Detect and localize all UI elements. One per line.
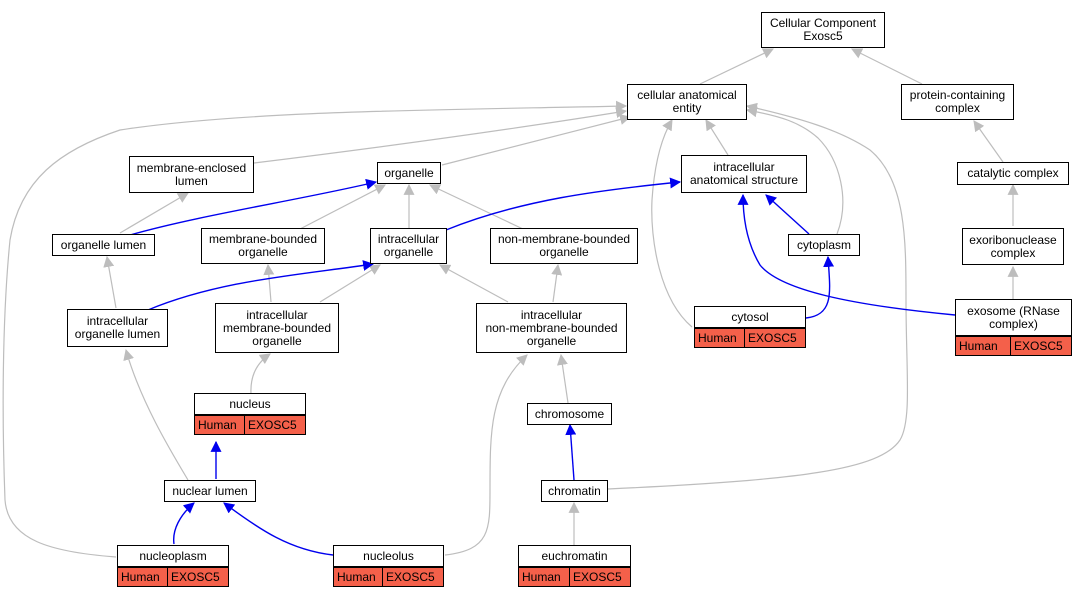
node-intracellular-non-membrane-bounded-organelle[interactable]: intracellular non-membrane-bounded organ… [476, 303, 627, 353]
node-cellular-anatomical-entity[interactable]: cellular anatomical entity [627, 84, 747, 120]
node-membrane-bounded-organelle[interactable]: membrane-bounded organelle [201, 228, 325, 264]
node-intracellular-membrane-bounded-organelle[interactable]: intracellular membrane-bounded organelle [215, 303, 339, 353]
node-membrane-enclosed-lumen[interactable]: membrane-enclosed lumen [129, 156, 254, 193]
edge-cae-root [699, 48, 774, 85]
node-intracellular-organelle-lumen[interactable]: intracellular organelle lumen [67, 309, 168, 347]
annotation-gene: EXOSC5 [745, 328, 806, 348]
edge-chromatin-chromosome [565, 423, 577, 481]
node-catalytic-complex[interactable]: catalytic complex [957, 162, 1069, 185]
edge-cat-pcc [973, 120, 1004, 163]
annotation-gene: EXOSC5 [1011, 336, 1072, 356]
edge-nuo-inmbo [444, 354, 528, 556]
edge-io-ias [445, 177, 682, 231]
edge-org-cae [441, 114, 632, 166]
edge-cyto-cae [745, 106, 844, 235]
edge-orgl-org [129, 178, 378, 236]
edge-np-nl [173, 502, 195, 545]
node-nucleus[interactable]: nucleus [194, 393, 306, 415]
annotation-species: Human [518, 567, 570, 587]
annotation-species: Human [117, 567, 168, 587]
node-chromosome[interactable]: chromosome [527, 403, 612, 425]
annotation-species: Human [955, 336, 1011, 356]
edge-exosome-ias [737, 193, 956, 316]
node-protein-containing-complex[interactable]: protein-containing complex [901, 84, 1014, 120]
edge-mel-cae [253, 107, 628, 164]
node-nuclear-lumen[interactable]: nuclear lumen [164, 480, 256, 502]
annotation-cytosol: Human EXOSC5 [694, 328, 806, 348]
annotation-nucleus: Human EXOSC5 [194, 415, 306, 435]
node-nucleolus[interactable]: nucleolus [333, 545, 444, 567]
annotation-gene: EXOSC5 [245, 415, 306, 435]
edge-inmbo-io [439, 264, 509, 303]
edge-imbo-mbo [263, 263, 275, 303]
annotation-exosome: Human EXOSC5 [955, 336, 1072, 356]
edge-ias-cae [705, 119, 729, 156]
annotation-species: Human [333, 567, 383, 587]
node-organelle[interactable]: organelle [377, 162, 441, 184]
edge-cytosol-cyto [805, 255, 835, 319]
node-intracellular-organelle[interactable]: intracellular organelle [370, 228, 447, 264]
node-cytosol[interactable]: cytosol [694, 306, 806, 328]
node-organelle-lumen[interactable]: organelle lumen [52, 234, 155, 256]
annotation-euchromatin: Human EXOSC5 [518, 567, 631, 587]
annotation-species: Human [194, 415, 245, 435]
edge-mbo-org [299, 184, 386, 230]
edge-chromatin-cae [607, 102, 909, 490]
edge-chromosome-inmbo [556, 353, 569, 404]
edge-nl-iol [123, 348, 189, 481]
edge-nucleus-imbo [250, 353, 271, 395]
annotation-nucleoplasm: Human EXOSC5 [117, 567, 229, 587]
annotation-gene: EXOSC5 [383, 567, 444, 587]
edge-np-cae [2, 100, 628, 558]
edge-iol-orgl [103, 255, 117, 309]
annotation-nucleolus: Human EXOSC5 [333, 567, 444, 587]
edge-iol-io [147, 260, 375, 311]
node-euchromatin[interactable]: euchromatin [518, 545, 631, 567]
edge-nuo-nl [223, 502, 334, 556]
annotation-gene: EXOSC5 [168, 567, 229, 587]
edge-imbo-io [319, 264, 381, 303]
node-intracellular-anatomical-structure[interactable]: intracellular anatomical structure [681, 155, 807, 193]
edge-cyto-ias [765, 194, 810, 235]
node-cytoplasm[interactable]: cytoplasm [788, 234, 860, 256]
node-exosome-rnase-complex[interactable]: exosome (RNase complex) [955, 299, 1072, 336]
annotation-species: Human [694, 328, 745, 348]
node-cellular-component-exosc5[interactable]: Cellular Component Exosc5 [761, 12, 885, 48]
node-chromatin[interactable]: chromatin [541, 480, 608, 502]
edge-pcc-root [851, 48, 923, 85]
edge-cytosol-cae [651, 119, 693, 328]
node-non-membrane-bounded-organelle[interactable]: non-membrane-bounded organelle [490, 228, 638, 264]
edge-orgl-mel [119, 192, 189, 234]
annotation-gene: EXOSC5 [570, 567, 631, 587]
edge-nmbo-org [429, 184, 524, 230]
edge-inmbo-nmbo [551, 263, 563, 303]
node-exoribonuclease-complex[interactable]: exoribonuclease complex [962, 228, 1064, 265]
node-nucleoplasm[interactable]: nucleoplasm [117, 545, 229, 567]
